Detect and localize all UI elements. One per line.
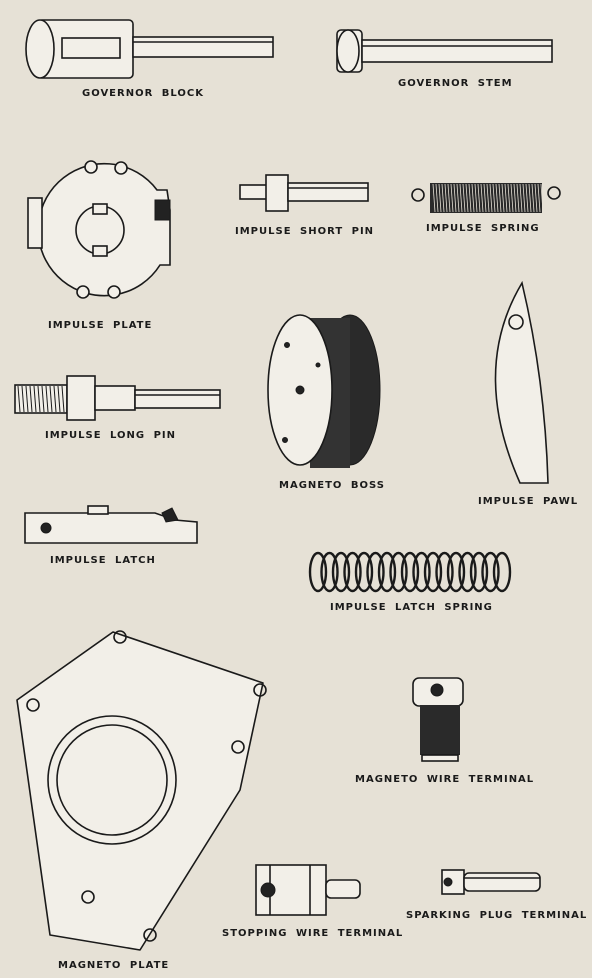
- magneto-boss-drawing: [267, 314, 381, 468]
- impulse-spring-label: IMPULSE SPRING: [426, 223, 540, 234]
- magneto-wire-terminal-label: MAGNETO WIRE TERMINAL: [355, 774, 535, 785]
- impulse-latch-spring-drawing: [308, 551, 512, 593]
- impulse-pawl-drawing: [494, 280, 549, 484]
- impulse-pawl-label: IMPULSE PAWL: [478, 496, 579, 507]
- magneto-plate-drawing: [16, 630, 267, 951]
- stopping-wire-terminal-label: STOPPING WIRE TERMINAL: [222, 928, 404, 939]
- magneto-wire-terminal-drawing: [412, 677, 464, 762]
- impulse-plate-label: IMPULSE PLATE: [48, 320, 153, 331]
- governor-block-label: GOVERNOR BLOCK: [82, 88, 204, 99]
- impulse-latch-label: IMPULSE LATCH: [50, 555, 156, 566]
- magneto-boss-label: MAGNETO BOSS: [279, 480, 385, 491]
- impulse-spring-drawing: [411, 183, 561, 213]
- impulse-latch-drawing: [24, 505, 198, 544]
- impulse-long-pin-drawing: [14, 375, 221, 421]
- impulse-latch-spring-label: IMPULSE LATCH SPRING: [330, 602, 493, 613]
- impulse-plate-drawing: [27, 160, 171, 299]
- sparking-plug-terminal-label: SPARKING PLUG TERMINAL: [406, 910, 588, 921]
- impulse-long-pin-label: IMPULSE LONG PIN: [45, 430, 177, 441]
- governor-stem-label: GOVERNOR STEM: [398, 78, 513, 89]
- governor-block-drawing: [25, 19, 274, 79]
- magneto-plate-label: MAGNETO PLATE: [58, 960, 170, 971]
- impulse-short-pin-drawing: [239, 174, 369, 212]
- stopping-wire-terminal-drawing: [255, 864, 361, 916]
- impulse-short-pin-label: IMPULSE SHORT PIN: [235, 226, 375, 237]
- sparking-plug-terminal-drawing: [441, 869, 541, 895]
- governor-stem-drawing: [336, 29, 553, 73]
